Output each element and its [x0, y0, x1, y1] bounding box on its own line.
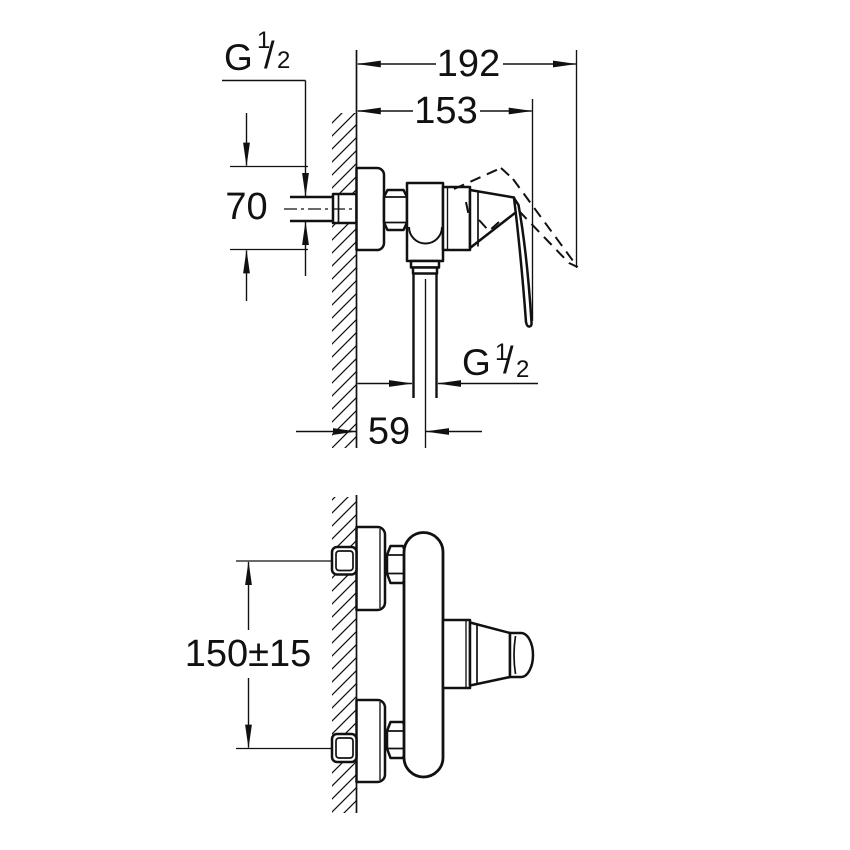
wall-union-bottom: [330, 732, 358, 764]
outlet-thread-letter: G: [462, 342, 491, 383]
supply-pipe: [290, 195, 333, 223]
handle-cone-front: [468, 621, 512, 687]
wall-hatching-front: [332, 497, 357, 813]
dimension-70: 70: [225, 113, 308, 301]
dimension-150: 150±15: [185, 560, 333, 750]
inlet-thread-label: G 1 / 2: [222, 27, 309, 276]
dimension-153: 153: [356, 90, 534, 321]
valve-body-front: [402, 531, 445, 779]
valve-body-side: [405, 181, 445, 263]
dim-59-label: 59: [368, 411, 410, 453]
dim-70-label: 70: [225, 186, 267, 228]
inlet-thread-denominator: 2: [277, 47, 290, 74]
escutcheon-top-front: [355, 525, 387, 612]
handle-knob-front: [508, 631, 535, 679]
valve-body-curve: [408, 226, 443, 245]
dim-153-label: 153: [414, 90, 477, 132]
dimension-59: 59: [296, 411, 482, 453]
front-view: 150±15: [185, 495, 535, 813]
wall-union-top: [330, 545, 358, 576]
wall-hatching: [332, 113, 357, 448]
handle-knob-endcap: [513, 635, 517, 675]
handle-cone-side: [468, 188, 519, 250]
lever-handle-raised-dashed: [453, 167, 579, 268]
escutcheon-side: [355, 166, 386, 252]
union-nut-side: [382, 188, 409, 232]
dimension-192: 192: [356, 43, 578, 268]
outlet-thread-numerator: 1: [495, 339, 508, 366]
inlet-thread-letter: G: [224, 37, 253, 78]
outlet-thread-slash: /: [503, 340, 514, 382]
outlet-step-2: [411, 266, 439, 275]
outlet-thread-label: G 1 / 2: [357, 339, 538, 387]
dim-150-label: 150±15: [185, 633, 312, 675]
outlet-thread-denominator: 2: [516, 356, 529, 383]
side-view: 192 153 70 G 1 / 2: [222, 27, 579, 453]
lever-handle-down: [512, 196, 533, 328]
inlet-thread-slash: /: [264, 35, 275, 77]
inlet-thread-numerator: 1: [257, 27, 270, 54]
outlet-connection: [412, 273, 438, 398]
escutcheon-bottom-front: [355, 698, 387, 784]
dim-192-label: 192: [437, 43, 500, 85]
